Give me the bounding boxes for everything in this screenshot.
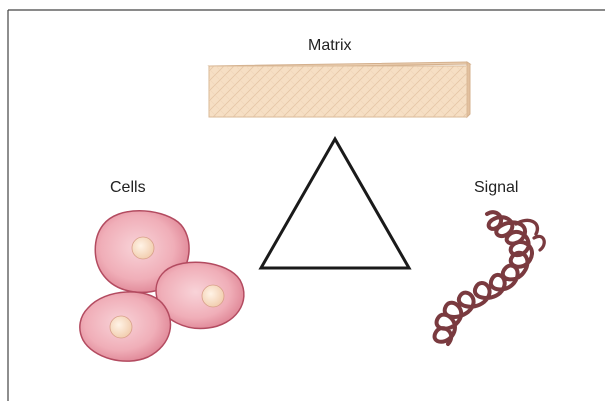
- cells-label: Cells: [110, 180, 146, 196]
- cell-cluster-icon: [80, 211, 244, 361]
- triangle-icon: [261, 139, 409, 268]
- matrix-label: Matrix: [308, 38, 352, 54]
- matrix-block-icon: [209, 62, 470, 117]
- protein-coil-icon: [435, 212, 545, 344]
- signal-label: Signal: [474, 180, 518, 196]
